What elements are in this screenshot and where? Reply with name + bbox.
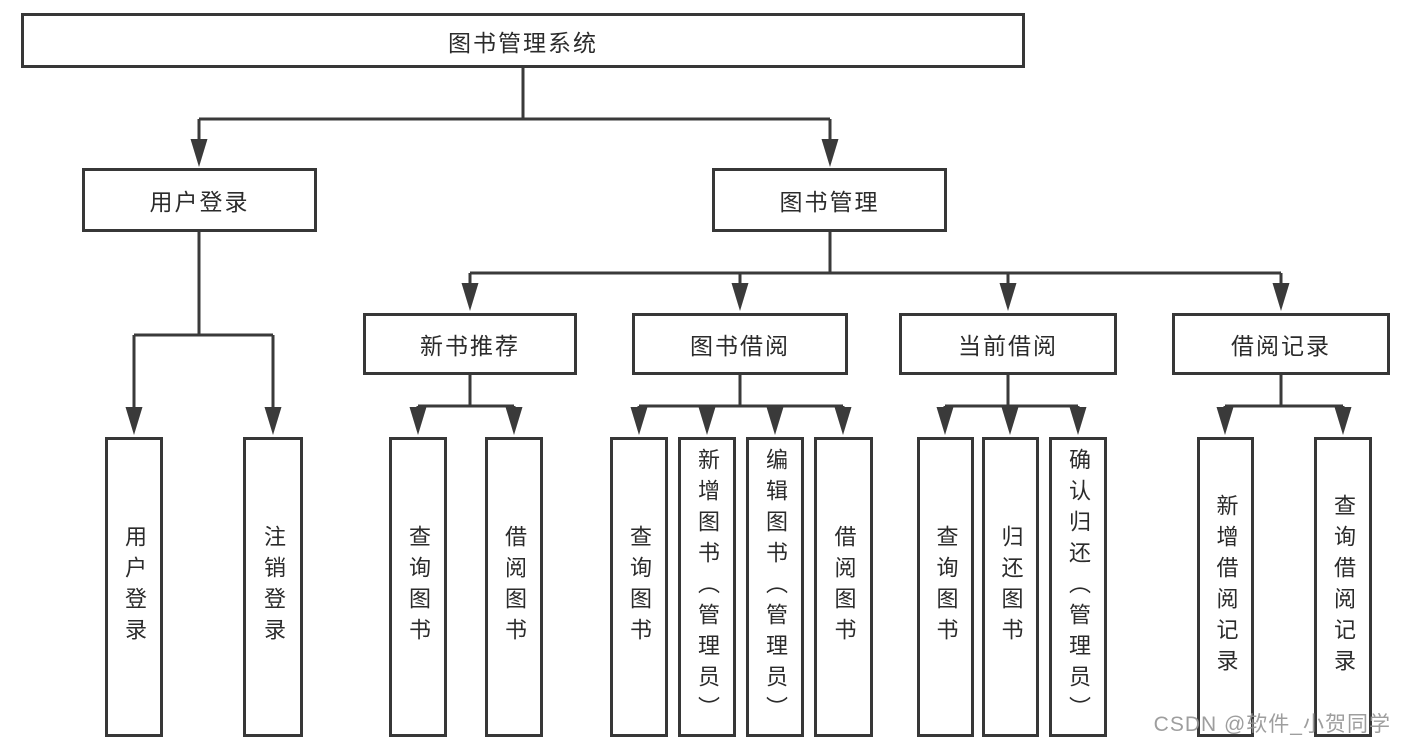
node-label: 用户登录: [149, 189, 250, 215]
node-leaf-query-books-1: 查询图书: [389, 437, 447, 737]
node-label: 查询图书: [627, 525, 652, 649]
watermark: CSDN @软件_小贺同学: [1153, 713, 1391, 736]
node-label: 新书推荐: [420, 333, 520, 359]
node-user-login: 用户登录: [82, 168, 317, 232]
node-leaf-borrow-books-2: 借阅图书: [814, 437, 873, 737]
node-label: 查询借阅记录: [1331, 494, 1356, 680]
node-label: 图书借阅: [690, 333, 790, 359]
node-label: 新增图书（管理员）: [695, 447, 720, 727]
node-label: 新增借阅记录: [1213, 494, 1239, 680]
node-leaf-edit-books-admin: 编辑图书（管理员）: [746, 437, 804, 737]
node-label: 编辑图书（管理员）: [763, 447, 788, 727]
node-leaf-borrow-books-1: 借阅图书: [485, 437, 543, 737]
node-leaf-query-borrow-record: 查询借阅记录: [1314, 437, 1372, 737]
node-label: 图书管理: [779, 189, 880, 215]
node-leaf-query-books-2: 查询图书: [610, 437, 668, 737]
node-label: 借阅图书: [831, 525, 857, 649]
node-label: 借阅图书: [502, 525, 527, 649]
node-label: 归还图书: [998, 525, 1024, 649]
node-label: 查询图书: [406, 525, 431, 649]
node-book-borrow: 图书借阅: [632, 313, 848, 375]
node-label: 当前借阅: [958, 333, 1058, 359]
node-label: 借阅记录: [1231, 333, 1331, 359]
node-leaf-query-books-3: 查询图书: [917, 437, 974, 737]
node-book-management: 图书管理: [712, 168, 947, 232]
node-leaf-add-books-admin: 新增图书（管理员）: [678, 437, 736, 737]
node-leaf-return-books: 归还图书: [982, 437, 1039, 737]
node-leaf-add-borrow-record: 新增借阅记录: [1197, 437, 1254, 737]
node-label: 注销登录: [261, 525, 286, 649]
node-root: 图书管理系统: [21, 13, 1025, 68]
node-label: 查询图书: [933, 525, 959, 649]
node-new-book-recommend: 新书推荐: [363, 313, 577, 375]
node-leaf-logout: 注销登录: [243, 437, 303, 737]
node-borrow-records: 借阅记录: [1172, 313, 1390, 375]
node-label: 用户登录: [122, 525, 147, 649]
node-leaf-confirm-return-admin: 确认归还（管理员）: [1049, 437, 1107, 737]
node-label: 图书管理系统: [448, 29, 598, 56]
node-leaf-user-login: 用户登录: [105, 437, 163, 737]
node-current-borrow: 当前借阅: [899, 313, 1117, 375]
node-label: 确认归还（管理员）: [1066, 447, 1091, 727]
